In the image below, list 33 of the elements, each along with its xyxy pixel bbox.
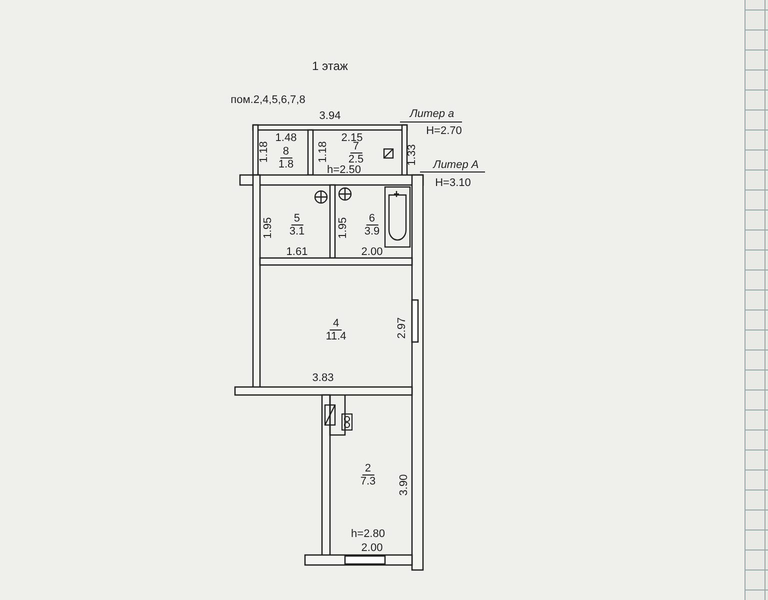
room-area-value: 1.8	[278, 158, 294, 170]
height-label: h=2.50	[327, 164, 361, 176]
room-area-value: 7.3	[360, 476, 376, 488]
room-number: 7	[350, 140, 362, 154]
dimension-label: 1.95	[262, 217, 274, 239]
room-number: 5	[290, 212, 304, 226]
room-number: 2	[362, 462, 374, 476]
dimension-label: 1.48	[275, 132, 297, 144]
room-number: 4	[330, 318, 342, 330]
dimension-label: 3.83	[312, 372, 334, 384]
height-label: Н=2.70	[426, 125, 462, 137]
room-number: 6	[366, 212, 378, 226]
room-area-value: 3.9	[364, 226, 380, 238]
room-area-value: 3.1	[289, 226, 305, 238]
building-letter-label: Литер А	[433, 159, 479, 171]
dimension-label: 1.33	[406, 144, 418, 166]
height-label: h=2.80	[351, 528, 385, 540]
floor-title: 1 этаж	[312, 60, 348, 72]
room-area-value: 11.4	[326, 330, 346, 342]
dimension-label: 3.94	[319, 110, 341, 122]
dimension-label: 2.00	[361, 542, 383, 554]
room-area-value: 2.5	[348, 154, 364, 166]
dimension-label: 2.00	[361, 246, 383, 258]
room-list-note: пом.2,4,5,6,7,8	[230, 94, 306, 106]
dimension-label: 2.97	[396, 317, 408, 339]
dimension-label: 1.95	[337, 217, 349, 239]
dimension-label: 1.61	[286, 246, 308, 258]
height-label: Н=3.10	[435, 177, 471, 189]
room-number: 8	[280, 146, 292, 158]
dimension-label: 3.90	[398, 474, 410, 496]
dimension-label: 1.18	[258, 141, 270, 163]
building-letter-label: Литер а	[410, 108, 454, 120]
dimension-label: 1.18	[317, 141, 329, 163]
